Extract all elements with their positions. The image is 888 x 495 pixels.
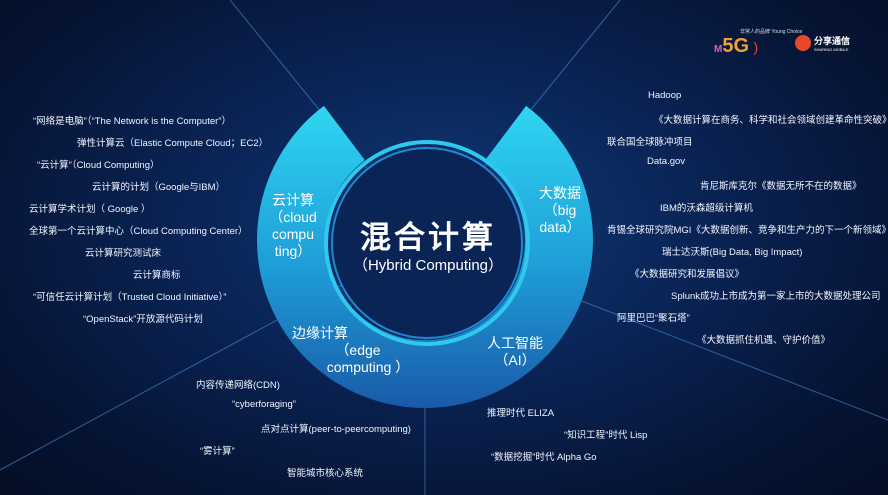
edge-timeline-item: “雾计算”	[200, 446, 235, 457]
bigdata-timeline-item: 肯锡全球研究院MGI《大数据创新、竞争和生产力的下一个新领域》	[607, 225, 888, 236]
segment-cloud[interactable]: 云计算 （cloud compu ting）	[262, 192, 324, 260]
cloud-timeline-item: “云计算”（Cloud Computing）	[37, 160, 160, 171]
bigdata-timeline-item: 阿里巴巴“聚石塔”	[617, 313, 690, 324]
segment-label: 大数据	[539, 185, 581, 201]
bigdata-timeline-item: 《大数据研究和发展倡议》	[630, 269, 745, 280]
segment-ai[interactable]: 人工智能 （AI）	[480, 335, 550, 369]
edge-timeline-item: 点对点计算(peer-to-peercomputing)	[261, 424, 411, 435]
bigdata-timeline-item: 《大数据计算在商务、科学和社会领域创建革命性突破》	[654, 115, 888, 126]
ai-timeline-item: 推理时代 ELIZA	[487, 408, 555, 419]
brand-name-en: SHARING MOBILE	[814, 47, 849, 52]
ai-timeline-item: “知识工程”时代 Lisp	[564, 430, 648, 441]
segment-label: （big	[543, 202, 577, 218]
bigdata-timeline-item: 瑞士达沃斯(Big Data, Big Impact)	[662, 247, 803, 258]
cloud-timeline-item: 全球第一个云计算中心（Cloud Computing Center）	[29, 226, 248, 237]
center-title: 混合计算	[360, 220, 496, 255]
bigdata-timeline-item: Splunk成功上市成为第一家上市的大数据处理公司	[671, 291, 881, 302]
segment-label: ting）	[274, 243, 312, 259]
logo-5g: 5G	[722, 35, 750, 57]
brand-name: 分享通信	[814, 36, 851, 46]
segment-label: data）	[539, 219, 581, 235]
logo-tagline: 非常人的品牌 Young Choice	[740, 29, 803, 35]
cloud-timeline-item: 弹性计算云（Elastic Compute Cloud；EC2）	[77, 138, 269, 149]
center-subtitle: （Hybrid Computing）	[352, 257, 504, 274]
segment-label: computing ）	[326, 359, 410, 375]
segment-label: （cloud	[269, 209, 317, 225]
segment-bigdata[interactable]: 大数据 （big data）	[530, 185, 590, 236]
bigdata-timeline-item: 联合国全球脉冲项目	[607, 137, 693, 148]
cloud-timeline-item: “网络是电脑”（“The Network is the Computer”）	[33, 116, 231, 127]
sharing-mobile-logo: 分享通信 SHARING MOBILE	[795, 34, 850, 52]
bigdata-timeline-item: 《大数据抓住机遇、守护价值》	[697, 335, 831, 346]
cloud-timeline-item: “OpenStack”开放源代码计划	[83, 314, 203, 325]
cloud-timeline-item: 云计算商标	[133, 270, 181, 281]
bigdata-timeline-item: 肯尼斯库克尔《数据无所不在的数据》	[700, 181, 862, 192]
segment-label: 云计算	[272, 192, 314, 208]
cloud-timeline-item: “可信任云计算计划（Trusted Cloud Initiative）”	[33, 292, 227, 303]
segment-label: 边缘计算	[292, 325, 348, 341]
segment-label: （edge	[335, 342, 381, 358]
edge-timeline-item: 内容传递网络(CDN)	[196, 380, 280, 391]
edge-timeline-item: “cyberforaging”	[232, 399, 296, 410]
bigdata-timeline-item: Hadoop	[648, 90, 682, 101]
center-circle	[331, 147, 523, 339]
cloud-timeline-item: 云计算研究测试床	[85, 248, 162, 259]
sharing-mobile-icon	[795, 35, 811, 51]
ai-timeline-item: “数据挖掘”时代 Alpha Go	[491, 452, 597, 463]
segment-label: （AI）	[494, 352, 536, 368]
edge-timeline-item: 智能城市核心系统	[287, 468, 364, 479]
bigdata-timeline-item: IBM的沃森超级计算机	[660, 203, 753, 214]
segment-label: 人工智能	[487, 335, 543, 351]
inner-ring	[324, 140, 530, 346]
5g-event-logo: 非常人的品牌 Young Choice M5G )	[714, 29, 803, 57]
segment-label: compu	[271, 226, 315, 242]
cloud-timeline-item: 云计算学术计划（ Google ）	[29, 204, 151, 215]
cloud-timeline-item: 云计算的计划（Google与IBM）	[92, 182, 226, 193]
segment-edge[interactable]: 边缘计算 （edge computing ）	[288, 325, 428, 376]
bigdata-timeline-item: Data.gov	[647, 156, 686, 167]
